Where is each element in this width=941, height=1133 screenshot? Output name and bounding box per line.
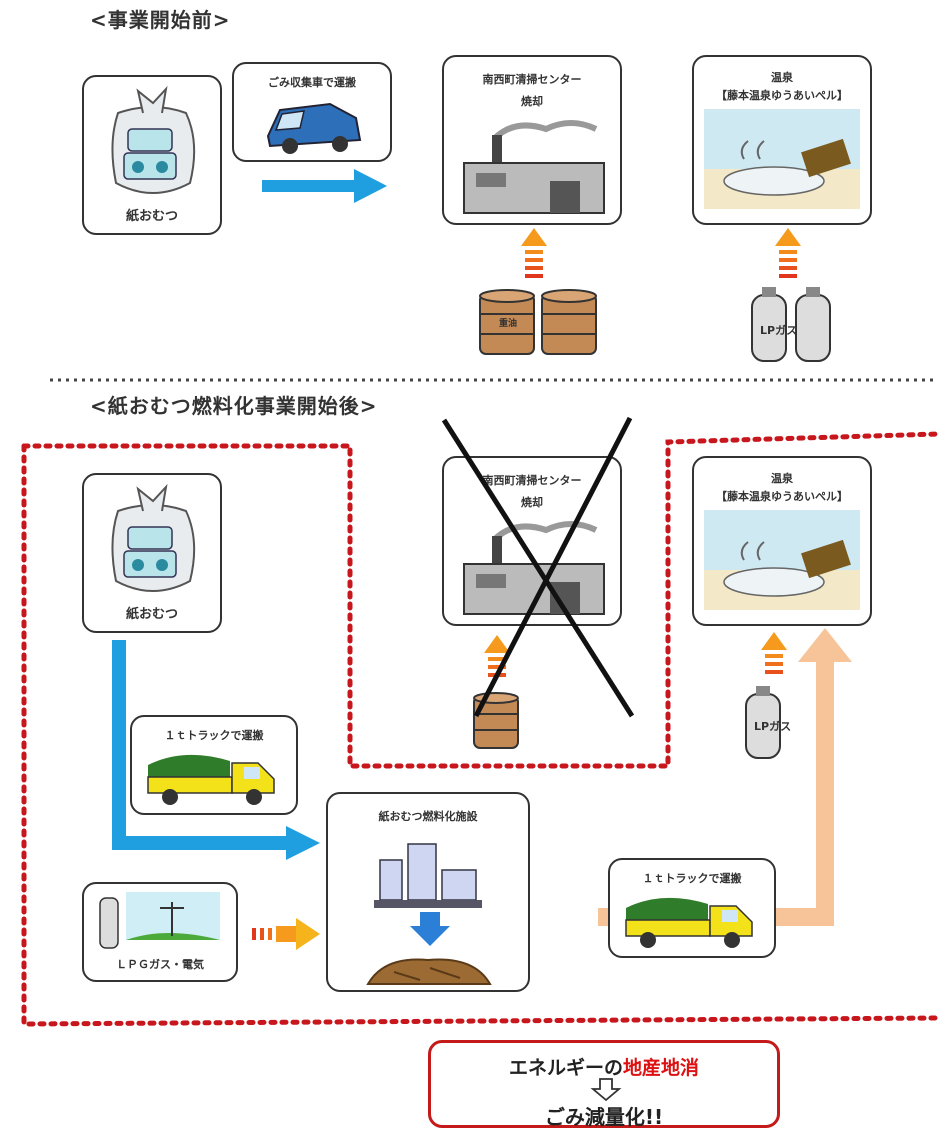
fuel-pellets-icon	[366, 958, 492, 985]
garbage-truck-label: ごみ収集車で運搬	[268, 76, 356, 89]
heat-arrow-before-2	[775, 228, 801, 278]
plant-machine-icon	[374, 843, 482, 908]
heat-arrow-after-onsen	[761, 632, 787, 674]
lpg-electric-box: ＬＰＧガス・電気	[82, 882, 238, 982]
incinerator-sub-after: 焼却	[521, 496, 543, 509]
diaper-label: 紙おむつ	[125, 209, 178, 224]
diaper-bag-icon	[111, 85, 196, 194]
incinerator-sub: 焼却	[521, 95, 543, 108]
truck-box-1: １ｔトラックで運搬	[130, 715, 298, 815]
summary-line1: エネルギーの地産地消	[431, 1053, 777, 1080]
truck-box-2: １ｔトラックで運搬	[608, 858, 776, 958]
summary-line2: ごみ減量化!!	[544, 1105, 664, 1129]
gas-electric-icon	[99, 892, 220, 949]
onsen-sub-after: 【藤本温泉ゆうあいぺル】	[716, 490, 848, 503]
onsen-icon	[704, 109, 860, 209]
mini-truck-icon	[625, 897, 753, 948]
cross-out-mark	[441, 416, 635, 718]
summary-callout: エネルギーの地産地消 ごみ減量化!!	[428, 1040, 780, 1129]
summary-line1-a: エネルギーの	[508, 1057, 623, 1079]
section-divider	[50, 378, 938, 382]
truck-label-1: １ｔトラックで運搬	[164, 729, 264, 742]
incinerator-box-before: 南西町清掃センター 焼却	[442, 55, 622, 225]
fuel-facility-label: 紙おむつ燃料化施設	[378, 810, 478, 823]
garbage-truck-box: ごみ収集車で運搬	[232, 62, 392, 162]
garbage-truck-icon	[266, 102, 362, 154]
gas-cylinder-text: LPガス	[760, 324, 798, 337]
incinerator-icon	[463, 120, 605, 214]
gas-cylinder-text-after: LPガス	[754, 720, 792, 733]
local-cycle-boundary	[21, 431, 941, 1027]
onsen-sub: 【藤本温泉ゆうあいぺル】	[716, 89, 848, 102]
diaper-box-after: 紙おむつ	[82, 473, 222, 633]
onsen-box-after: 温泉 【藤本温泉ゆうあいぺル】	[692, 456, 872, 626]
blue-flow-arrow	[112, 640, 320, 860]
before-section-title: <事業開始前>	[90, 8, 231, 32]
incinerator-box-after: 南西町清掃センター 焼却	[442, 456, 622, 626]
diaper-bag-icon	[111, 483, 196, 592]
truck-label-2: １ｔトラックで運搬	[642, 872, 742, 885]
summary-line1-b: 地産地消	[623, 1057, 700, 1079]
onsen-label: 温泉	[771, 71, 793, 84]
lpg-electric-label: ＬＰＧガス・電気	[116, 958, 204, 971]
incinerator-label: 南西町清掃センター	[482, 73, 582, 86]
onsen-label-after: 温泉	[771, 472, 793, 485]
incinerator-label-after: 南西町清掃センター	[482, 474, 582, 487]
oil-drum-text: 重油	[498, 319, 517, 329]
down-outline-arrow-icon	[590, 1078, 622, 1102]
down-arrow-icon	[410, 912, 450, 946]
diaper-label-after: 紙おむつ	[125, 607, 178, 622]
gas-cylinder-icon-after	[745, 686, 781, 759]
heat-arrow-before-1	[521, 228, 547, 278]
blue-arrow-before	[262, 169, 387, 203]
energy-input-arrow	[252, 918, 320, 950]
onsen-box-before: 温泉 【藤本温泉ゆうあいぺル】	[692, 55, 872, 225]
gas-cylinder-icon	[751, 287, 831, 362]
oil-drum-icon-2	[541, 289, 597, 355]
oil-drum-icon	[479, 289, 535, 355]
mini-truck-icon	[147, 754, 275, 805]
after-section-title: <紙おむつ燃料化事業開始後>	[90, 394, 378, 418]
fuel-facility-box: 紙おむつ燃料化施設	[326, 792, 530, 992]
onsen-icon	[704, 510, 860, 610]
diaper-box-before: 紙おむつ	[82, 75, 222, 235]
